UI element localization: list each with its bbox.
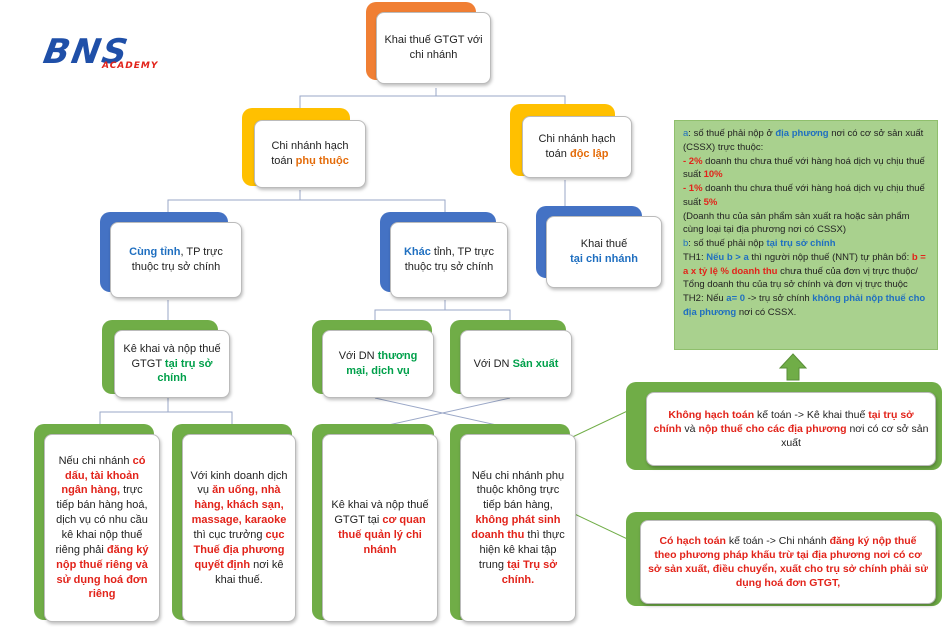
dependent-pre: Chi nhánh hạch toán <box>271 140 349 167</box>
logo: BNS ACADEMY <box>40 32 157 72</box>
food-h2: cục Thuế địa phương quyết định <box>193 529 285 571</box>
info-th1-t2: thì người nộp thuế (NNT) tự phân bổ: <box>748 251 912 263</box>
tax-allocation-info: a: số thuế phải nộp ở địa phương nơi có … <box>674 120 938 350</box>
no-sales-h2: tại Trụ sở chính. <box>501 558 558 586</box>
connector-manufacturing-local <box>374 397 511 429</box>
info-th2-t1: TH2: Nếu <box>683 293 727 305</box>
food-t2: thì cục trưởng <box>193 529 266 541</box>
up-arrow-icon <box>778 353 808 381</box>
same-province-hl: Cùng tỉnh <box>129 246 181 259</box>
info-th2-hl2: không phải nộp thuế cho địa phương <box>683 293 926 318</box>
accounting-t1: kế toán -> Chi nhánh <box>725 534 830 547</box>
connector-root-dependent <box>299 88 437 110</box>
same-province-node: Cùng tỉnh, TP trực thuộc trụ sở chính <box>110 222 242 298</box>
same-province-post: , TP trực thuộc trụ sở chính <box>131 246 223 273</box>
info-th2-hl: a= 0 <box>726 293 746 305</box>
seal-h2: đăng ký nộp thuế riêng và sử dụng hoá đơ… <box>56 543 149 601</box>
seal-t2: trực tiếp bán hàng hoá, dịch vụ có nhu c… <box>55 484 148 556</box>
no-accounting-h3: nộp thuế cho các địa phương <box>698 422 847 435</box>
info-b-hl: tại trụ sở chính <box>766 238 836 250</box>
info-a-label: a <box>683 128 689 139</box>
no-accounting-t3: nơi có cơ sở sản xuất <box>781 422 929 450</box>
info-th1-formula: b = a x tỷ lệ % doanh thu <box>683 251 926 277</box>
info-l1-rate: 10% <box>703 169 723 181</box>
food-h1: ăn uống, nhà hàng, khách sạn, massage, k… <box>191 484 287 527</box>
seal-h1: có dấu, tài khoản ngân hàng, <box>61 454 146 497</box>
root-text: Khai thuế GTGT với chi nhánh <box>384 34 483 61</box>
no-sales-node: Nếu chi nhánh phụ thuộc không trực tiếp … <box>460 434 576 622</box>
logo-sub-text: ACADEMY <box>102 61 159 71</box>
root-node: Khai thuế GTGT với chi nhánh <box>376 12 491 84</box>
accounting-h2: đăng ký nộp thuế theo phương pháp khấu t… <box>648 534 928 590</box>
connector-other-trade <box>374 300 446 322</box>
connector-hq-seal <box>99 398 169 426</box>
trade-pre: Với DN <box>338 350 378 363</box>
other-province-node: Khác tỉnh, TP trực thuộc trụ sở chính <box>390 222 508 298</box>
info-a-hl: địa phương <box>775 128 829 139</box>
connector-dependent-other <box>300 199 446 216</box>
no-accounting-h1: Không hạch toán <box>668 408 755 421</box>
local-office-node: Kê khai và nộp thuế GTGT tại cơ quan thu… <box>322 434 438 622</box>
info-th2-t3: nơi có CSSX. <box>736 306 797 318</box>
info-l1-t: doanh thu chưa thuế với hàng hoá dịch vụ… <box>683 155 925 181</box>
info-th1-t3: chưa thuế của đơn vị trực thuộc/ Tổng do… <box>683 265 918 291</box>
info-th2-t2: -> trụ sở chính <box>745 293 813 305</box>
dependent-hl: phụ thuộc <box>295 155 349 167</box>
food-t1: Với kinh doanh dịch vụ <box>190 469 288 497</box>
seal-account-node: Nếu chi nhánh có dấu, tài khoản ngân hàn… <box>44 434 160 622</box>
accounting-node: Có hạch toán kế toán -> Chi nhánh đăng k… <box>640 520 936 604</box>
manufacturing-pre: Với DN <box>473 357 513 370</box>
accounting-h1: Có hạch toán <box>659 534 726 547</box>
trade-services-node: Với DN thương mại, dịch vụ <box>322 330 434 398</box>
info-l2-t: doanh thu chưa thuế với hàng hoá dịch vụ… <box>683 183 925 208</box>
declare-branch-pre: Khai thuế <box>580 238 628 251</box>
independent-hl: độc lập <box>569 148 609 160</box>
info-b-t1: : số thuế phải nộp <box>688 238 767 250</box>
info-l1-pct: - 2% <box>683 155 703 167</box>
info-th1-t1: TH1: <box>683 251 707 263</box>
declare-branch-node: Khai thuế tại chi nhánh <box>546 216 662 288</box>
independent-pre: Chi nhánh hạch toán <box>538 133 616 160</box>
no-accounting-t2: và <box>681 422 699 435</box>
declare-hq-pre: Kê khai và nộp thuế GTGT <box>123 342 221 370</box>
no-sales-h1: không phát sinh doanh thu <box>471 514 561 541</box>
declare-hq-hl: tại trụ sở chính <box>157 357 213 385</box>
connector-other-manufacturing <box>445 309 511 322</box>
info-th1-hl: Nếu b > a <box>706 251 749 263</box>
no-sales-t1: Nếu chi nhánh phụ thuộc không trực tiếp … <box>471 469 565 512</box>
no-accounting-h2: tại trụ sở chính <box>653 408 914 435</box>
no-accounting-node: Không hạch toán kế toán -> Kê khai thuế … <box>646 392 936 466</box>
info-a-t2: nơi có cơ sở sản xuất (CSSX) trực thuộc: <box>683 128 924 153</box>
food-service-node: Với kinh doanh dịch vụ ăn uống, nhà hàng… <box>182 434 296 622</box>
local-office-pre: Kê khai và nộp thuế GTGT tại <box>331 499 429 527</box>
independent-branch-node: Chi nhánh hạch toán độc lập <box>522 116 632 178</box>
dependent-branch-node: Chi nhánh hạch toán phụ thuộc <box>254 120 366 188</box>
local-office-hl: cơ quan thuế quản lý chi nhánh <box>338 514 426 556</box>
info-a-t1: : số thuế phải nộp ở <box>688 128 776 139</box>
other-province-post: tỉnh, TP trực thuộc trụ sở chính <box>404 246 495 273</box>
declare-branch-hl: tại chi nhánh <box>570 253 638 265</box>
info-b-label: b <box>683 238 689 250</box>
no-accounting-t1: kế toán -> Kê khai thuế <box>754 408 869 421</box>
seal-t1: Nếu chi nhánh <box>58 454 133 467</box>
connector-dependent-same <box>167 190 301 216</box>
trade-hl: thương mại, dịch vụ <box>346 350 418 377</box>
connector-hq-food <box>168 411 233 426</box>
other-province-hl: Khác <box>403 246 431 259</box>
manufacturing-hl: Sản xuất <box>512 357 559 370</box>
info-l2-rate: 5% <box>703 196 718 208</box>
declare-hq-node: Kê khai và nộp thuế GTGT tại trụ sở chín… <box>114 330 230 398</box>
no-sales-t2: thì thực hiện kê khai tập trung <box>478 529 565 571</box>
info-note: (Doanh thu của sản phẩm sản xuất ra hoặc… <box>683 210 910 236</box>
info-l2-pct: - 1% <box>683 183 703 195</box>
manufacturing-node: Với DN Sản xuất <box>460 330 572 398</box>
food-t3: nơi kê khai thuế. <box>215 558 284 586</box>
